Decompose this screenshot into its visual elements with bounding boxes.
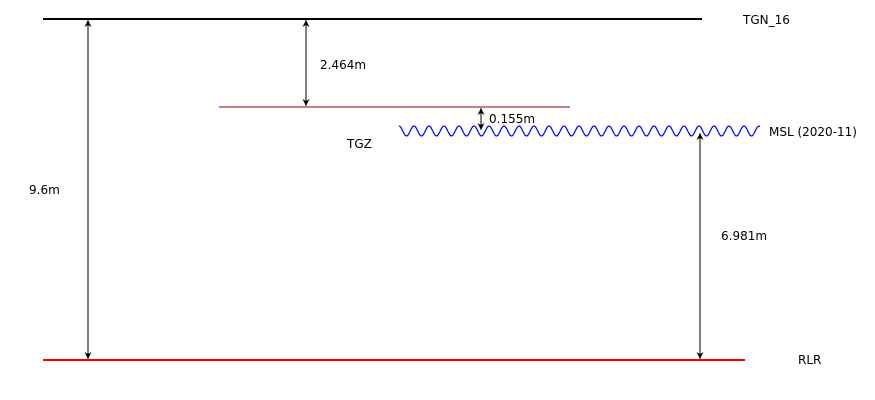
msl-rlr-value: 6.981m <box>721 229 767 243</box>
tgn-label: TGN_16 <box>742 13 790 27</box>
tgn-rlr-value: 9.6m <box>29 183 60 197</box>
msl-wave <box>398 125 761 137</box>
rlr-label: RLR <box>798 353 821 367</box>
tgz-label: TGZ <box>346 137 372 151</box>
msl-label: MSL (2020-11) <box>769 125 857 139</box>
tgn-tgz-value: 2.464m <box>320 58 366 72</box>
tgz-msl-value: 0.155m <box>489 112 535 126</box>
